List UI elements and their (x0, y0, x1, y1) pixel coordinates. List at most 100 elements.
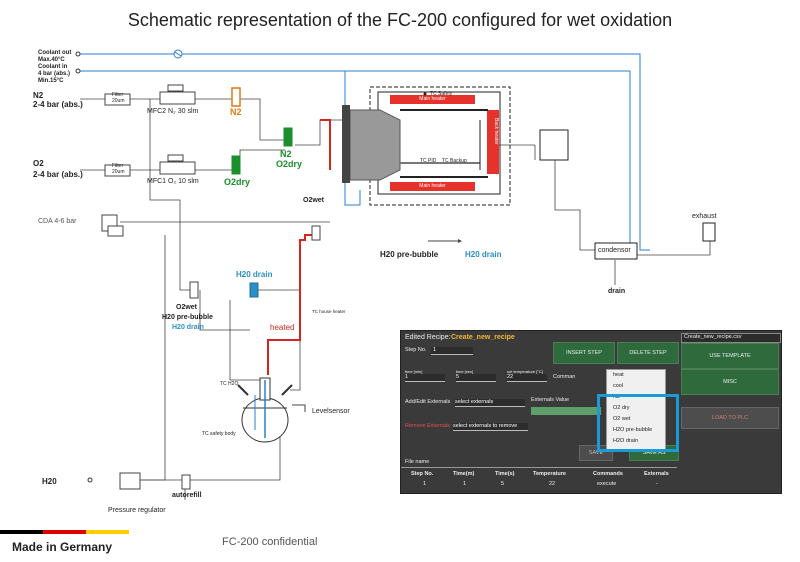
o2wet-mid-label: O2wet (176, 304, 198, 311)
german-flag-bar (0, 530, 130, 534)
mfc2-label: MFC2 N₂ 30 slm (147, 108, 199, 115)
confidential-note: FC-200 confidential (222, 536, 318, 548)
dropdown-item-o2-wet[interactable]: O2 wet (613, 416, 631, 422)
highlight-frame (597, 394, 679, 452)
remove-externals-dropdown[interactable]: select externals to remove (453, 423, 528, 431)
time-sec-input[interactable]: 5 (456, 374, 496, 382)
back-heater-label: Back heater (493, 118, 499, 145)
dropdown-item-n2[interactable]: N2 (613, 394, 621, 400)
table-cell-externals[interactable]: - (656, 481, 658, 487)
time-min-input[interactable]: 1 (405, 374, 445, 382)
tc-safety-label: TC Safety (430, 91, 453, 97)
mfc1 (159, 161, 196, 175)
o2dry-green-label-2: O2dry (224, 177, 251, 187)
o2-inlet-label: O2 (33, 159, 44, 168)
recipe-editor-panel: Edited Recipe: Create_new_recipe Create_… (400, 330, 782, 494)
n2-valve-green (283, 127, 293, 147)
externals-value-label: Externals Value (531, 397, 570, 403)
set-temp-input[interactable]: 22 (507, 374, 547, 382)
dropdown-item-h2o-drain[interactable]: H2O drain (613, 438, 639, 444)
filter-n2-size: 20um (112, 98, 125, 104)
pressure-regulator-label: Pressure regulator (108, 507, 166, 514)
n2-inlet-label: N2 (33, 91, 44, 100)
delete-step-button[interactable]: DELETE STEP (617, 342, 679, 364)
filter-n2 (104, 93, 131, 106)
main-heater-top (390, 95, 475, 104)
furnace-outlet-box (539, 129, 569, 161)
dropdown-item-cool[interactable]: cool (613, 383, 624, 389)
command-label: Comman (553, 374, 576, 380)
load-to-plc-button[interactable]: LOAD TO PLC (681, 407, 779, 429)
exhaust-box (702, 222, 716, 242)
edited-recipe-label: Edited Recipe: (405, 334, 451, 341)
step-no-label: Step No. (405, 347, 427, 353)
dropdown-item-o2-dry[interactable]: O2 dry (613, 405, 630, 411)
o2-pressure-label: 2-4 bar (abs.) (33, 170, 83, 179)
n2-pressure-label: 2-4 bar (abs.) (33, 100, 83, 109)
cda-label: CDA 4-6 bar (38, 218, 77, 225)
table-cell-time-s[interactable]: 5 (501, 481, 505, 487)
furnace (342, 86, 511, 206)
tc-safety-body-label: TC safety body (202, 431, 236, 437)
add-edit-externals-label: Add/Edit Externals (405, 399, 451, 405)
h2o-prebubble-right-label: H20 pre-bubble (380, 250, 439, 259)
dropdown-item-h2o-prebubble[interactable]: H2O pre-bubble (613, 427, 653, 433)
col-time-s: Time(s) (495, 471, 515, 477)
o2wet-valve-top (311, 225, 321, 241)
main-heater-bottom (390, 182, 475, 191)
condensor-label: condensor (598, 247, 631, 254)
externals-value-input[interactable] (531, 407, 601, 415)
h2o-drain-right-label: H20 drain (465, 250, 502, 259)
col-step-no: Step No. (411, 471, 434, 477)
back-heater (487, 110, 499, 174)
col-commands: Commands (593, 471, 623, 477)
o2wet-valve-mid (189, 281, 199, 299)
filter-o2 (104, 164, 131, 177)
h2o-drain-mid-label: H20 drain (172, 324, 204, 331)
select-externals-dropdown[interactable]: select externals (455, 399, 525, 407)
main-heater-top-label: Main heater (419, 96, 446, 102)
main-heater-bottom-label: Main heater (419, 183, 446, 189)
dropdown-item-heat[interactable]: heat (613, 372, 624, 378)
coolant-out-spec: Max.40°C (38, 57, 65, 63)
tc-house-heater-label: TC house heater (312, 309, 346, 314)
n2-valve-orange (231, 87, 241, 107)
heated-label: heated (270, 323, 295, 332)
recipe-name: Create_new_recipe (451, 334, 515, 341)
col-temperature: Temperature (533, 471, 566, 477)
levelsensor-label: Levelsensor (312, 408, 350, 415)
mfc1-label: MFC1 O₂ 10 slm (147, 178, 199, 185)
file-select[interactable]: Create_new_recipe.csv (681, 333, 781, 343)
h2o-drain-valve (249, 282, 259, 298)
coolant-in-spec1: 4 bar (abs.) (38, 71, 71, 77)
h2o-prebubble-mid-label: H20 pre-bubble (162, 314, 213, 321)
tc-h2o-label: TC H2O (220, 381, 239, 387)
remove-externals-label: Remove Externals (405, 423, 450, 429)
time-sec-label: time [sec] (456, 369, 474, 374)
time-min-label: time [min] (405, 369, 423, 374)
col-time-m: Time(m) (453, 471, 475, 477)
insert-step-button[interactable]: INSERT STEP (553, 342, 615, 364)
filter-o2-size: 20um (112, 169, 125, 175)
o2wet-top-label: O2wet (303, 197, 325, 204)
table-cell-step[interactable]: 1 (423, 481, 427, 487)
h20-inlet-label: H20 (42, 477, 57, 486)
exhaust-label: exhaust (692, 213, 717, 220)
condensor-box (594, 242, 638, 260)
filter-o2-label: Filter (112, 163, 124, 169)
coolant-in-spec2: Min.15°C (38, 78, 64, 84)
n2-green-label: N2 (280, 149, 292, 159)
misc-button[interactable]: MISC (681, 369, 779, 395)
bubbler-flask (237, 377, 306, 443)
table-cell-commands[interactable]: execute (597, 481, 617, 487)
step-no-select[interactable]: 1 (431, 347, 473, 355)
table-cell-temperature[interactable]: 22 (549, 481, 556, 487)
table-cell-time-m[interactable]: 1 (463, 481, 467, 487)
made-in-germany: Made in Germany (12, 540, 113, 554)
page-title: Schematic representation of the FC-200 c… (127, 10, 673, 30)
pressure-regulator (119, 472, 141, 490)
autorefill-valve (181, 474, 191, 490)
process-schematic (75, 49, 716, 500)
use-template-button[interactable]: USE TEMPLATE (681, 343, 779, 369)
mfc2 (159, 91, 196, 105)
